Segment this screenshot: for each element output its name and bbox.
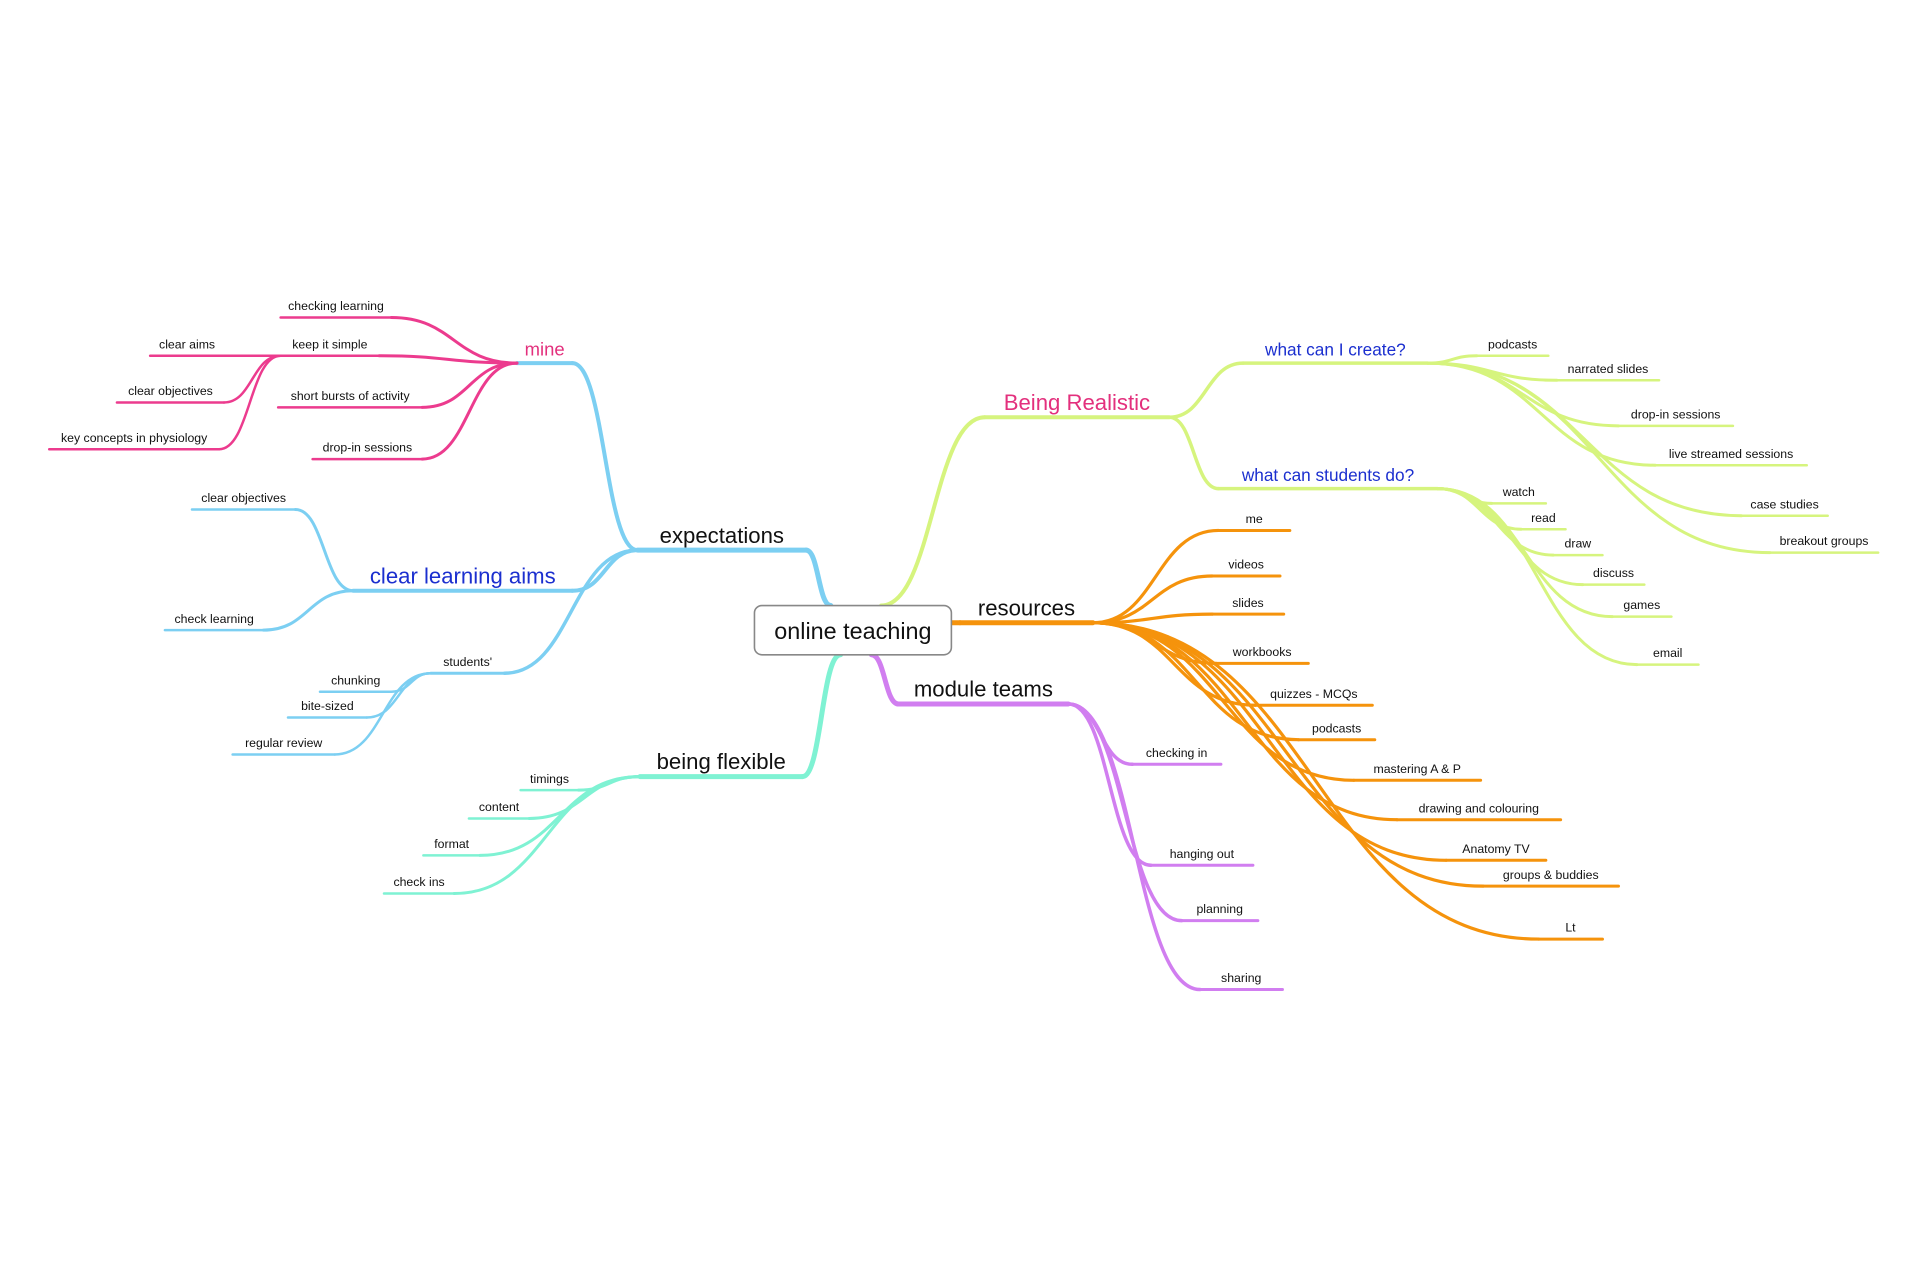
bf-item-timings[interactable]: timings <box>530 772 569 786</box>
students-do-connector <box>1167 415 1221 491</box>
mt-item-1-connector <box>1066 702 1153 867</box>
students-item-0-connector <box>390 671 433 693</box>
create-item-podcasts[interactable]: podcasts <box>1488 337 1537 351</box>
resources-item-workbooks[interactable]: workbooks <box>1232 645 1292 659</box>
central-topic-box[interactable] <box>753 604 953 656</box>
bf-item-format[interactable]: format <box>434 837 469 851</box>
module-teams-connector <box>868 652 901 707</box>
clear-learning-aims-topic[interactable]: clear learning aims <box>370 563 556 588</box>
create-item-narrated-slides[interactable]: narrated slides <box>1568 362 1649 376</box>
create-connector <box>1167 361 1245 419</box>
create-item-5-connector <box>1426 361 1772 555</box>
keep-simple-child-clear-objectives[interactable]: clear objectives <box>128 384 213 398</box>
create-item-breakout-groups[interactable]: breakout groups <box>1780 534 1869 548</box>
bf-item-check-ins[interactable]: check ins <box>393 875 444 889</box>
create-item-4-connector <box>1426 361 1744 518</box>
students-do-item-read[interactable]: read <box>1531 511 1556 525</box>
being-realistic-topic[interactable]: Being Realistic <box>1004 390 1150 415</box>
clear-learning-aims-connector <box>570 548 640 593</box>
resources-item-6-connector <box>1091 621 1356 782</box>
bf-item-content[interactable]: content <box>479 800 520 814</box>
create-topic[interactable]: what can I create? <box>1264 340 1406 360</box>
central-topic-label: online teaching <box>774 618 931 644</box>
expectations-connector <box>803 547 834 609</box>
resources-item-mastering-a-p[interactable]: mastering A & P <box>1373 762 1461 776</box>
create-item-drop-in-sessions[interactable]: drop-in sessions <box>1631 407 1721 421</box>
students-do-topic[interactable]: what can students do? <box>1241 465 1414 485</box>
mine-item-2-connector <box>420 361 519 409</box>
mine-item-drop-in-sessions[interactable]: drop-in sessions <box>323 441 413 455</box>
students-topic[interactable]: students' <box>443 655 492 669</box>
cla-item-1-connector <box>261 589 355 632</box>
resources-item-drawing-and-colouring[interactable]: drawing and colouring <box>1419 801 1539 815</box>
resources-item-10-connector <box>1091 621 1541 941</box>
being-flexible-topic[interactable]: being flexible <box>657 749 786 774</box>
students-do-item-watch[interactable]: watch <box>1502 485 1535 499</box>
create-item-live-streamed-sessions[interactable]: live streamed sessions <box>1669 447 1793 461</box>
keep-simple-child-key-concepts-in-physiology[interactable]: key concepts in physiology <box>61 431 208 445</box>
mine-item-short-bursts-of-activity[interactable]: short bursts of activity <box>291 389 411 403</box>
mt-item-hanging-out[interactable]: hanging out <box>1170 847 1235 861</box>
students-item-bite-sized[interactable]: bite-sized <box>301 699 354 713</box>
being-flexible-connector <box>799 652 844 780</box>
students-item-chunking[interactable]: chunking <box>331 673 380 687</box>
mt-item-planning[interactable]: planning <box>1196 902 1243 916</box>
mine-item-0-connector <box>389 316 519 365</box>
resources-item-podcasts[interactable]: podcasts <box>1312 721 1361 735</box>
students-item-2-connector <box>333 671 433 756</box>
keep-simple-child-2-connector <box>217 354 282 451</box>
resources-topic[interactable]: resources <box>978 595 1075 620</box>
students-do-item-email[interactable]: email <box>1653 646 1682 660</box>
students-item-regular-review[interactable]: regular review <box>245 736 322 750</box>
resources-item-quizzes-mcqs[interactable]: quizzes - MCQs <box>1270 687 1357 701</box>
bf-item-3-connector <box>452 775 642 896</box>
bf-item-2-connector <box>478 775 642 857</box>
keep-simple-child-clear-aims[interactable]: clear aims <box>159 337 215 351</box>
cla-item-0-connector <box>293 508 355 593</box>
cla-item-clear-objectives[interactable]: clear objectives <box>201 491 286 505</box>
create-item-case-studies[interactable]: case studies <box>1750 497 1818 511</box>
resources-item-5-connector <box>1091 621 1301 742</box>
mt-item-3-connector <box>1066 702 1202 992</box>
being-realistic-connector <box>879 415 987 608</box>
resources-item-lt[interactable]: Lt <box>1565 921 1576 935</box>
mine-item-keep-it-simple[interactable]: keep it simple <box>292 337 367 351</box>
resources-item-groups-buddies[interactable]: groups & buddies <box>1503 868 1599 882</box>
create-item-3-connector <box>1426 361 1657 467</box>
students-do-item-5-connector <box>1436 487 1639 667</box>
resources-item-0-connector <box>1091 528 1221 625</box>
students-do-item-discuss[interactable]: discuss <box>1593 566 1634 580</box>
resources-item-slides[interactable]: slides <box>1232 596 1263 610</box>
resources-item-anatomy-tv[interactable]: Anatomy TV <box>1462 842 1530 856</box>
expectations-topic[interactable]: expectations <box>660 523 784 548</box>
mine-item-1-connector <box>377 354 519 365</box>
resources-item-videos[interactable]: videos <box>1228 558 1264 572</box>
mine-item-checking-learning[interactable]: checking learning <box>288 299 384 313</box>
module-teams-topic[interactable]: module teams <box>914 677 1053 702</box>
cla-item-check-learning[interactable]: check learning <box>175 612 254 626</box>
mine-item-3-connector <box>420 361 519 461</box>
mine-connector <box>570 361 640 553</box>
resources-item-me[interactable]: me <box>1246 512 1263 526</box>
students-connector <box>502 548 640 675</box>
mt-item-sharing[interactable]: sharing <box>1221 971 1261 985</box>
mt-item-checking-in[interactable]: checking in <box>1146 746 1208 760</box>
mine-topic[interactable]: mine <box>525 339 565 360</box>
students-do-item-games[interactable]: games <box>1623 598 1660 612</box>
students-do-item-draw[interactable]: draw <box>1565 537 1592 551</box>
